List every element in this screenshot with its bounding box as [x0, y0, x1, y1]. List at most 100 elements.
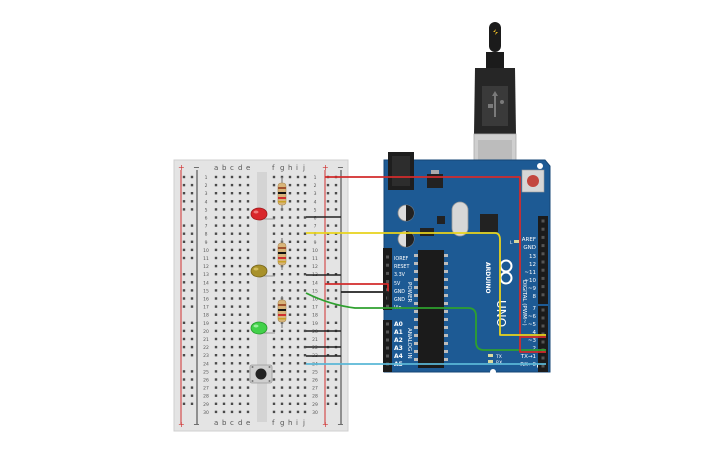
breadboard-hole[interactable]	[288, 183, 292, 187]
breadboard-hole[interactable]	[303, 329, 307, 333]
breadboard-hole[interactable]	[238, 273, 242, 276]
breadboard-hole[interactable]	[190, 273, 194, 276]
breadboard-hole[interactable]	[303, 240, 307, 243]
breadboard-hole[interactable]	[182, 273, 186, 276]
breadboard-hole[interactable]	[190, 329, 194, 333]
header-pin[interactable]	[541, 219, 545, 223]
breadboard-hole[interactable]	[230, 183, 234, 187]
breadboard-hole[interactable]	[272, 224, 276, 227]
resistor[interactable]	[277, 296, 287, 328]
breadboard-hole[interactable]	[288, 402, 292, 405]
breadboard-hole[interactable]	[280, 378, 284, 381]
header-pin[interactable]	[541, 332, 545, 336]
breadboard-hole[interactable]	[288, 354, 292, 357]
green-led[interactable]	[250, 321, 275, 335]
breadboard-hole[interactable]	[222, 329, 226, 333]
breadboard-hole[interactable]	[182, 329, 186, 333]
breadboard-hole[interactable]	[296, 264, 300, 268]
breadboard-hole[interactable]	[182, 192, 186, 195]
breadboard-hole[interactable]	[222, 354, 226, 357]
breadboard-hole[interactable]	[334, 297, 338, 300]
breadboard-hole[interactable]	[288, 305, 292, 308]
breadboard-hole[interactable]	[246, 240, 250, 243]
breadboard-hole[interactable]	[272, 370, 276, 373]
breadboard-hole[interactable]	[230, 273, 234, 276]
breadboard-hole[interactable]	[334, 386, 338, 389]
breadboard-hole[interactable]	[214, 370, 218, 373]
header-pin[interactable]	[541, 356, 545, 360]
breadboard-hole[interactable]	[222, 256, 226, 260]
breadboard-hole[interactable]	[326, 281, 330, 284]
breadboard-hole[interactable]	[214, 264, 218, 268]
breadboard-hole[interactable]	[288, 337, 292, 341]
breadboard-hole[interactable]	[296, 337, 300, 341]
breadboard-hole[interactable]	[296, 208, 300, 211]
breadboard-hole[interactable]	[288, 200, 292, 203]
breadboard-hole[interactable]	[272, 313, 276, 316]
breadboard-hole[interactable]	[230, 216, 234, 219]
breadboard-hole[interactable]	[246, 224, 250, 227]
breadboard-hole[interactable]	[272, 273, 276, 276]
breadboard-hole[interactable]	[334, 402, 338, 405]
breadboard-hole[interactable]	[280, 216, 284, 219]
resistor[interactable]	[277, 177, 287, 210]
breadboard-hole[interactable]	[222, 183, 226, 187]
breadboard-hole[interactable]	[280, 329, 284, 333]
breadboard-hole[interactable]	[272, 256, 276, 260]
breadboard-hole[interactable]	[296, 232, 300, 235]
breadboard-hole[interactable]	[288, 289, 292, 292]
breadboard-hole[interactable]	[230, 354, 234, 357]
breadboard-hole[interactable]	[334, 240, 338, 243]
breadboard-hole[interactable]	[246, 248, 250, 252]
breadboard-hole[interactable]	[246, 370, 250, 373]
breadboard-hole[interactable]	[230, 329, 234, 333]
breadboard-hole[interactable]	[303, 354, 307, 357]
breadboard-hole[interactable]	[303, 232, 307, 235]
breadboard-hole[interactable]	[288, 378, 292, 381]
breadboard-hole[interactable]	[222, 370, 226, 373]
breadboard-hole[interactable]	[182, 354, 186, 357]
breadboard-hole[interactable]	[182, 386, 186, 389]
breadboard-hole[interactable]	[182, 183, 186, 187]
breadboard-hole[interactable]	[222, 394, 226, 397]
breadboard-hole[interactable]	[326, 240, 330, 243]
breadboard-hole[interactable]	[190, 289, 194, 292]
breadboard-hole[interactable]	[182, 297, 186, 300]
breadboard-hole[interactable]	[288, 224, 292, 227]
breadboard-hole[interactable]	[214, 354, 218, 357]
breadboard-hole[interactable]	[288, 297, 292, 300]
breadboard-hole[interactable]	[214, 362, 218, 365]
analog-header[interactable]	[383, 320, 392, 372]
red-led[interactable]	[250, 207, 275, 221]
breadboard-hole[interactable]	[230, 224, 234, 227]
breadboard-hole[interactable]	[238, 264, 242, 268]
breadboard-hole[interactable]	[296, 370, 300, 373]
breadboard-hole[interactable]	[288, 410, 292, 414]
breadboard-hole[interactable]	[296, 329, 300, 333]
breadboard-hole[interactable]	[246, 305, 250, 308]
breadboard-hole[interactable]	[296, 248, 300, 252]
breadboard-hole[interactable]	[230, 305, 234, 308]
header-pin[interactable]	[541, 252, 545, 256]
breadboard-hole[interactable]	[230, 410, 234, 414]
breadboard-hole[interactable]	[238, 345, 242, 349]
breadboard-hole[interactable]	[246, 232, 250, 235]
breadboard-hole[interactable]	[303, 410, 307, 414]
digital-header-low[interactable]	[538, 306, 548, 372]
breadboard-hole[interactable]	[182, 378, 186, 381]
breadboard-hole[interactable]	[280, 224, 284, 227]
header-pin[interactable]	[541, 364, 545, 368]
wire-gnd-black[interactable]	[341, 291, 389, 300]
breadboard-hole[interactable]	[280, 337, 284, 341]
breadboard-hole[interactable]	[272, 362, 276, 365]
breadboard-hole[interactable]	[222, 192, 226, 195]
breadboard-hole[interactable]	[190, 370, 194, 373]
breadboard-hole[interactable]	[288, 362, 292, 365]
breadboard-hole[interactable]	[326, 224, 330, 227]
breadboard-hole[interactable]	[214, 313, 218, 316]
breadboard-hole[interactable]	[214, 175, 218, 179]
breadboard-hole[interactable]	[303, 378, 307, 381]
header-pin[interactable]	[386, 255, 389, 259]
breadboard-hole[interactable]	[190, 281, 194, 284]
breadboard-hole[interactable]	[222, 321, 226, 324]
